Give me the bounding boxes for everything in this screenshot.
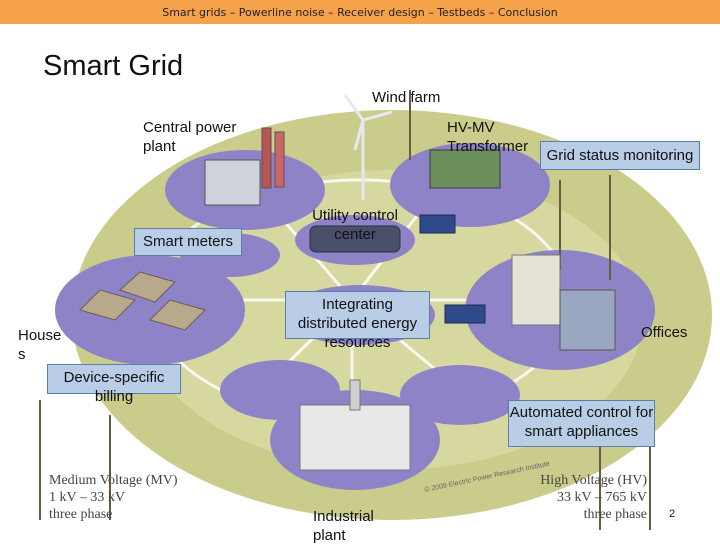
integrating-der-text: Integrating distributed energy resources xyxy=(297,296,418,351)
houses-graphic xyxy=(79,271,206,331)
label-houses: House s xyxy=(18,327,62,363)
control-center-graphic xyxy=(309,225,401,253)
slide-title: Smart Grid xyxy=(43,50,184,82)
callout-grid-status-monitoring: Grid status monitoring xyxy=(540,141,700,170)
label-industrial-plant: Industrial plant xyxy=(313,508,374,544)
medium-voltage-note: Medium Voltage (MV) 1 kV – 33 kV three p… xyxy=(49,472,178,523)
automated-control-text: Automated control for smart appliances xyxy=(509,404,654,440)
solar-panels-graphic xyxy=(419,214,486,324)
breadcrumb: Smart grids – Powerline noise – Receiver… xyxy=(162,5,558,19)
power-plant-graphic xyxy=(204,127,285,206)
mv-line-3: three phase xyxy=(49,507,113,522)
callout-automated-control: Automated control for smart appliances xyxy=(508,400,655,447)
mv-line-1: Medium Voltage (MV) xyxy=(49,473,178,488)
offices-graphic xyxy=(511,254,616,351)
hv-line-3: three phase xyxy=(583,507,647,522)
callout-device-billing: Device-specific billing xyxy=(47,364,181,405)
grid-status-text: Grid status monitoring xyxy=(546,147,694,164)
hv-line-1: High Voltage (HV) xyxy=(540,473,647,488)
label-hv-mv-transformer: HV-MV Transformer xyxy=(447,119,529,155)
device-billing-text: Device-specific billing xyxy=(63,369,165,405)
callout-smart-meters: Smart meters xyxy=(134,228,242,256)
label-central-power-plant: Central power plant xyxy=(143,119,237,155)
label-wind-farm: Wind farm xyxy=(372,89,441,106)
high-voltage-note: High Voltage (HV) 33 kV – 765 kV three p… xyxy=(500,472,647,523)
page-number: 2 xyxy=(669,508,676,520)
hv-line-2: 33 kV – 765 kV xyxy=(557,490,647,505)
transformer-graphic xyxy=(429,149,501,189)
mv-line-2: 1 kV – 33 kV xyxy=(49,490,125,505)
label-offices: Offices xyxy=(641,324,688,341)
header-bar: Smart grids – Powerline noise – Receiver… xyxy=(0,0,720,24)
label-utility-control-center: Utility control center xyxy=(312,207,398,243)
callout-integrating-der: Integrating distributed energy resources xyxy=(285,291,430,351)
wind-turbine-graphic xyxy=(343,94,393,200)
smart-meters-text: Smart meters xyxy=(142,233,233,250)
industrial-plant-graphic xyxy=(299,379,411,471)
